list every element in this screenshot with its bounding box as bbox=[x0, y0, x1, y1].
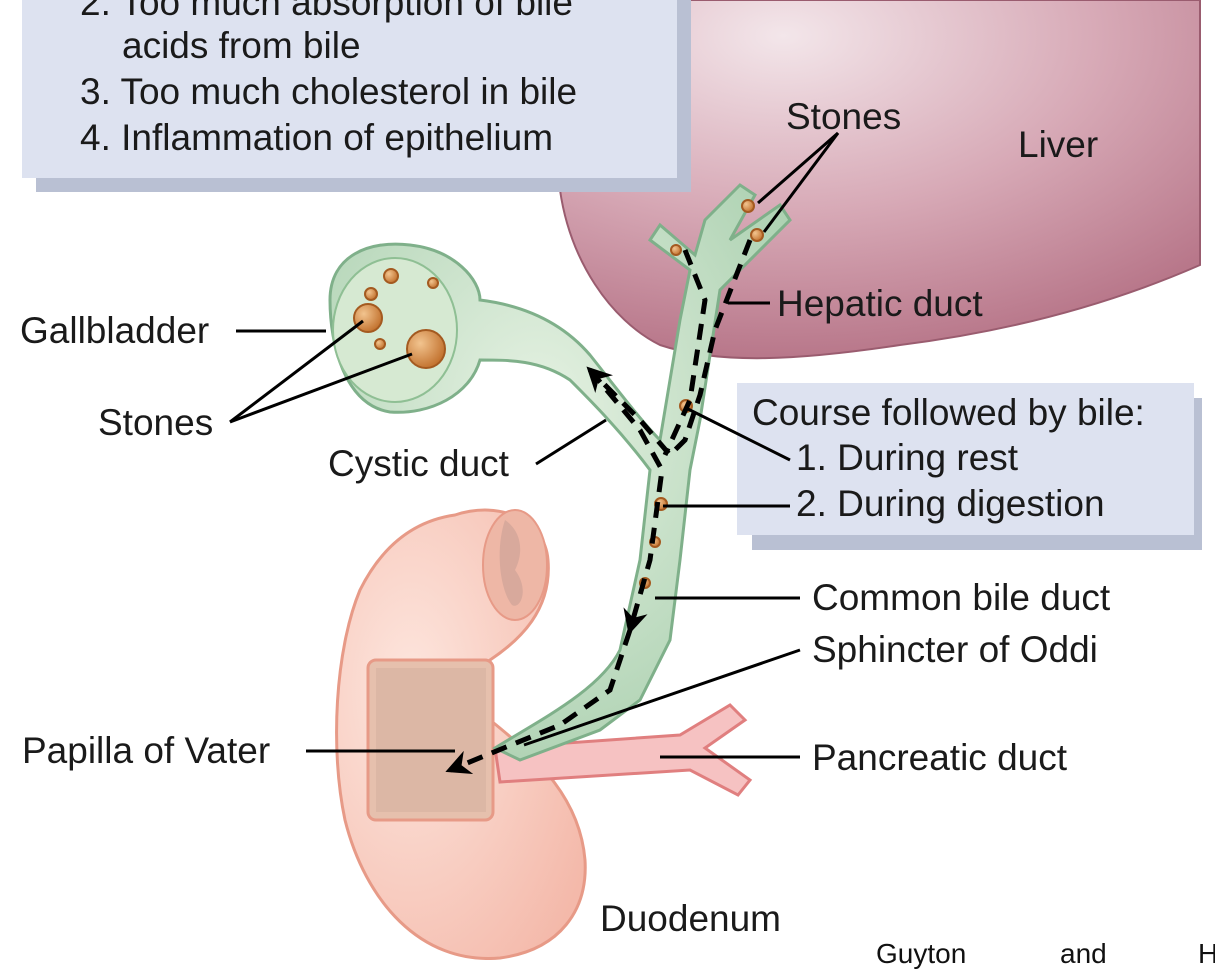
label-papilla-of-vater: Papilla of Vater bbox=[22, 730, 270, 771]
label-stones-left: Stones bbox=[98, 402, 213, 443]
label-duodenum: Duodenum bbox=[600, 898, 781, 939]
bile-course-title: Course followed by bile: bbox=[752, 392, 1145, 433]
causes-line-3: 3. Too much cholesterol in bile bbox=[80, 71, 577, 112]
caption-word-1: Guyton bbox=[876, 938, 966, 970]
label-hepatic-duct: Hepatic duct bbox=[777, 283, 983, 324]
label-common-bile-duct: Common bile duct bbox=[812, 577, 1111, 618]
label-pancreatic-duct: Pancreatic duct bbox=[812, 737, 1068, 778]
label-cystic-duct: Cystic duct bbox=[328, 443, 510, 484]
causes-line-2: 2. Too much absorption of bile bbox=[80, 0, 573, 23]
causes-box: 2. Too much absorption of bile acids fro… bbox=[22, 0, 691, 192]
causes-line-4: 4. Inflammation of epithelium bbox=[80, 117, 553, 158]
caption-word-3: H bbox=[1198, 938, 1215, 970]
bile-course-box: Course followed by bile: 1. During rest … bbox=[737, 383, 1202, 550]
caption-word-2: and bbox=[1060, 938, 1107, 970]
label-gallbladder: Gallbladder bbox=[20, 310, 209, 351]
bile-course-item-2: 2. During digestion bbox=[796, 483, 1105, 524]
label-liver: Liver bbox=[1018, 124, 1098, 165]
causes-line-2b: acids from bile bbox=[122, 25, 361, 66]
label-sphincter-of-oddi: Sphincter of Oddi bbox=[812, 629, 1098, 670]
label-stones-top: Stones bbox=[786, 96, 901, 137]
bile-course-item-1: 1. During rest bbox=[796, 437, 1019, 478]
